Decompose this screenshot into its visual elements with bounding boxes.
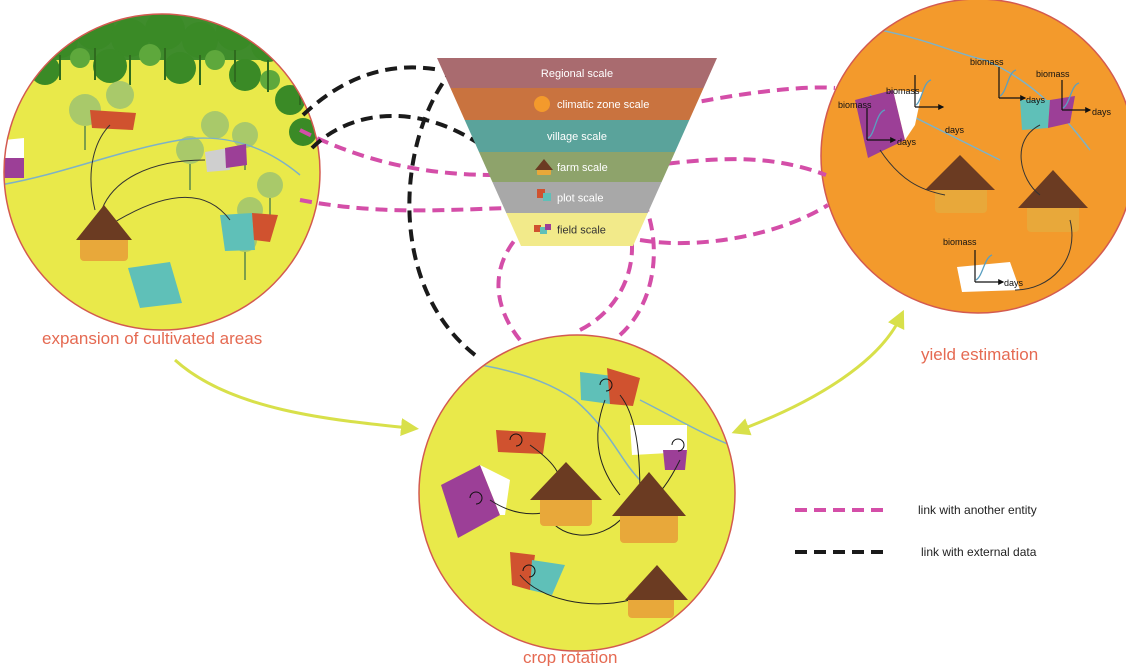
scale-funnel: Regional scale climatic zone scale village…: [437, 58, 717, 246]
plot-icon: [441, 465, 500, 538]
entity-link-line: [299, 198, 511, 213]
scale-label: climatic zone scale: [557, 99, 649, 111]
scale-label: field scale: [557, 225, 606, 237]
scale-band: [479, 152, 675, 182]
hut-icon: [612, 472, 686, 543]
scale-label: Regional scale: [541, 68, 613, 80]
biomass-label: biomass: [943, 237, 977, 247]
plot-icon: [1020, 100, 1050, 130]
entity-link-line: [496, 213, 546, 342]
biomass-label: biomass: [1036, 69, 1070, 79]
scale-band: [492, 182, 662, 213]
hut-icon: [530, 462, 602, 526]
plot-icon: [580, 372, 613, 404]
plot-icon: [220, 213, 255, 251]
days-label: days: [1004, 278, 1024, 288]
yield-circle: biomass biomass biomass biomass biomass …: [820, 0, 1126, 314]
hut-icon: [625, 565, 688, 618]
expansion-to-rotation-arrow: [173, 358, 419, 437]
entity-link-line: [639, 203, 830, 246]
entity-link-line: [682, 85, 836, 107]
plot-icon: [957, 262, 1020, 292]
climate-zone-icon: [534, 96, 550, 112]
scale-label: farm scale: [557, 162, 608, 174]
legend: link with another entity link with exter…: [795, 503, 1037, 559]
scale-label: plot scale: [557, 193, 603, 205]
external-link-line: [310, 113, 490, 152]
rotation-circle: [418, 334, 736, 652]
hut-icon: [1018, 170, 1088, 232]
scale-band: [450, 88, 704, 120]
biomass-label: biomass: [886, 86, 920, 96]
legend-entity-label: link with another entity: [918, 503, 1037, 517]
expansion-label: expansion of cultivated areas: [42, 329, 262, 348]
yield-label: yield estimation: [921, 345, 1038, 364]
hut-icon: [76, 205, 132, 261]
days-label: days: [897, 137, 917, 147]
rotation-yield-arrow: [731, 309, 905, 436]
scale-label: village scale: [547, 131, 607, 143]
expansion-circle: [3, 13, 321, 331]
plot-icon: [496, 430, 546, 454]
days-label: days: [1092, 107, 1112, 117]
field-icon: [534, 224, 551, 234]
flow-arrows: [173, 309, 905, 437]
plot-icon: [537, 189, 551, 201]
scale-band: [464, 120, 690, 152]
legend-external-label: link with external data: [921, 545, 1037, 559]
entity-link-line: [618, 168, 656, 337]
farm-icon: [535, 159, 553, 175]
biomass-label: biomass: [838, 100, 872, 110]
plot-icon: [90, 110, 136, 130]
biomass-label: biomass: [970, 57, 1004, 67]
entity-link-line: [299, 128, 496, 177]
scale-band: [437, 58, 717, 88]
scale-band: [506, 213, 648, 246]
external-link-line: [407, 60, 477, 357]
days-label: days: [1026, 95, 1046, 105]
external-link-line: [301, 65, 441, 117]
days-label: days: [945, 125, 965, 135]
hut-icon: [925, 155, 995, 213]
biomass-graph: [866, 67, 1092, 285]
tree-icon: [69, 81, 283, 252]
rotation-label: crop rotation: [523, 648, 618, 666]
